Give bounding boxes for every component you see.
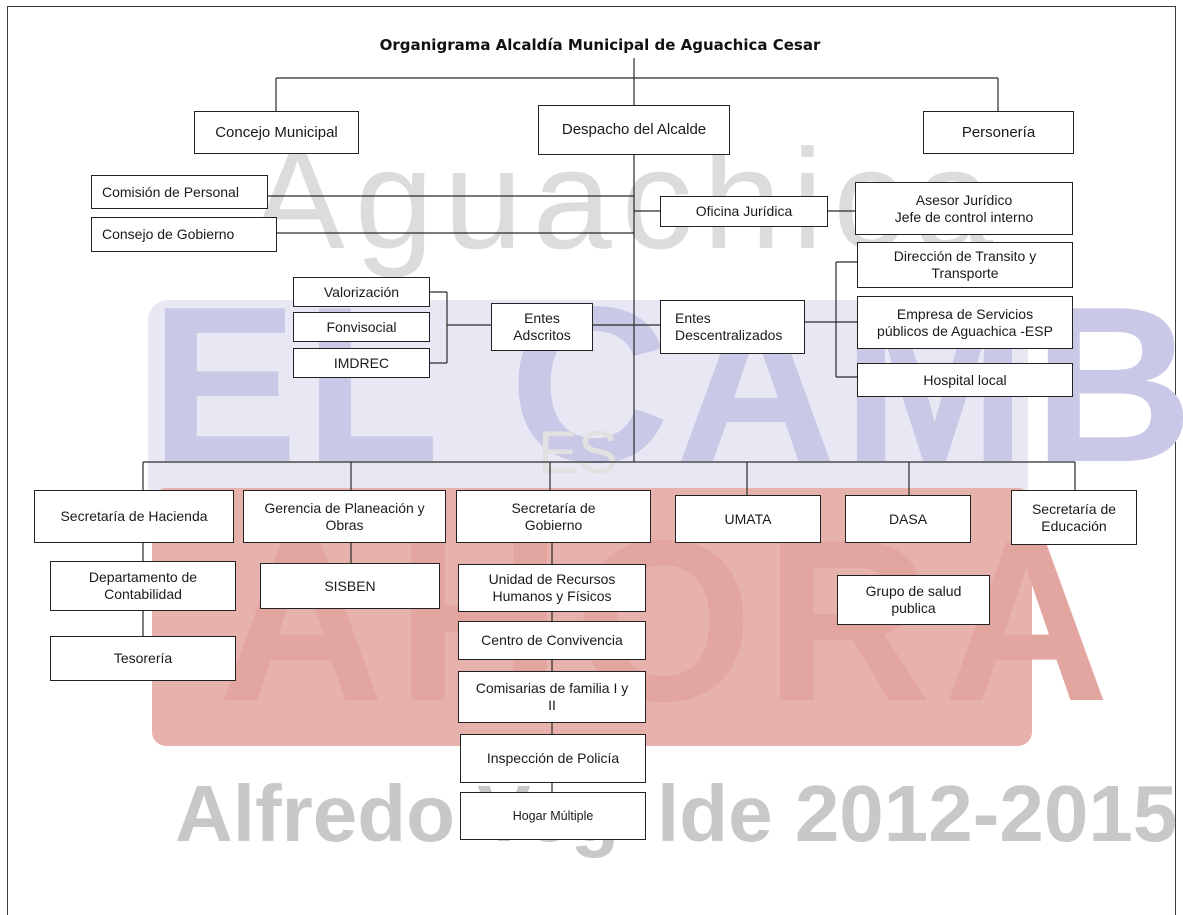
node-gerencia-de-planeacion-line1: Gerencia de Planeación y bbox=[264, 499, 425, 516]
node-departamento-de-contabilidad: Departamento de Contabilidad bbox=[50, 561, 236, 611]
node-centro-de-convivencia: Centro de Convivencia bbox=[458, 621, 646, 660]
node-grupo-de-salud-publica-line2: publica bbox=[891, 600, 936, 616]
chart-title: Organigrama Alcaldía Municipal de Aguach… bbox=[379, 36, 821, 54]
node-departamento-de-contabilidad-line1: Departamento de bbox=[88, 569, 198, 586]
node-gerencia-de-planeacion: Gerencia de Planeación y Obras bbox=[243, 490, 446, 543]
node-secretaria-de-hacienda: Secretaría de Hacienda bbox=[34, 490, 234, 543]
node-sisben: SISBEN bbox=[260, 563, 440, 609]
node-unidad-de-recursos-line1: Unidad de Recursos bbox=[488, 571, 616, 588]
node-fonvisocial: Fonvisocial bbox=[293, 312, 430, 342]
node-asesor-juridico-line2: Jefe de control interno bbox=[894, 208, 1034, 225]
node-entes-adscritos-line1: Entes bbox=[524, 310, 560, 327]
node-umata: UMATA bbox=[675, 495, 821, 543]
node-empresa-de-servicios-line2: públicos de Aguachica -ESP bbox=[877, 322, 1053, 339]
node-inspeccion-de-policia: Inspección de Policía bbox=[460, 734, 646, 783]
node-unidad-de-recursos-line2: Humanos y Físicos bbox=[492, 588, 612, 604]
node-secretaria-de-gobierno: Secretaría de Gobierno bbox=[456, 490, 651, 543]
node-consejo-de-gobierno: Consejo de Gobierno bbox=[91, 217, 277, 252]
node-comision-de-personal: Comisión de Personal bbox=[91, 175, 268, 209]
node-concejo-municipal: Concejo Municipal bbox=[194, 111, 359, 154]
node-personeria: Personería bbox=[923, 111, 1074, 154]
node-unidad-de-recursos: Unidad de Recursos Humanos y Físicos bbox=[458, 564, 646, 612]
node-imdrec: IMDREC bbox=[293, 348, 430, 378]
node-oficina-juridica: Oficina Jurídica bbox=[660, 196, 828, 227]
node-despacho-del-alcalde: Despacho del Alcalde bbox=[538, 105, 730, 155]
node-asesor-juridico-line1: Asesor Jurídico bbox=[915, 191, 1013, 208]
node-entes-descentralizados: Entes Descentralizados bbox=[660, 300, 805, 354]
node-hospital-local: Hospital local bbox=[857, 363, 1073, 397]
node-entes-descentralizados-line1: Entes bbox=[675, 310, 711, 327]
node-grupo-de-salud-publica-line1: Grupo de salud bbox=[865, 583, 962, 600]
node-entes-adscritos-line2: Adscritos bbox=[513, 327, 571, 343]
watermark-es: ES bbox=[538, 419, 619, 486]
node-departamento-de-contabilidad-line2: Contabilidad bbox=[104, 586, 182, 602]
node-entes-adscritos: Entes Adscritos bbox=[491, 303, 593, 351]
node-secretaria-de-educacion-line2: Educación bbox=[1041, 517, 1107, 534]
node-empresa-de-servicios-line1: Empresa de Servicios bbox=[896, 305, 1034, 322]
node-asesor-juridico: Asesor Jurídico Jefe de control interno bbox=[855, 182, 1073, 235]
node-entes-descentralizados-line2: Descentralizados bbox=[675, 327, 783, 343]
node-secretaria-de-educacion-line1: Secretaría de bbox=[1031, 500, 1117, 517]
node-empresa-de-servicios: Empresa de Servicios públicos de Aguachi… bbox=[857, 296, 1073, 349]
node-comisarias-de-familia-line2: II bbox=[548, 697, 556, 713]
node-gerencia-de-planeacion-line2: Obras bbox=[325, 516, 364, 533]
node-grupo-de-salud-publica: Grupo de salud publica bbox=[837, 575, 990, 625]
node-valorizacion: Valorización bbox=[293, 277, 430, 307]
node-secretaria-de-educacion: Secretaría de Educación bbox=[1011, 490, 1137, 545]
node-hogar-multiple: Hogar Múltiple bbox=[460, 792, 646, 840]
node-comisarias-de-familia: Comisarias de familia I y II bbox=[458, 671, 646, 723]
node-tesoreria: Tesorería bbox=[50, 636, 236, 681]
node-direccion-de-transito: Dirección de Transito y Transporte bbox=[857, 242, 1073, 288]
page-frame bbox=[7, 6, 1176, 915]
node-secretaria-de-gobierno-line1: Secretaría de bbox=[511, 499, 596, 516]
watermark-years: lde 2012-2015 bbox=[657, 769, 1178, 858]
node-comisarias-de-familia-line1: Comisarias de familia I y bbox=[475, 680, 629, 697]
node-secretaria-de-gobierno-line2: Gobierno bbox=[524, 516, 583, 533]
node-direccion-de-transito-line2: Transporte bbox=[931, 265, 999, 281]
node-dasa: DASA bbox=[845, 495, 971, 543]
node-direccion-de-transito-line1: Dirección de Transito y bbox=[893, 248, 1037, 265]
